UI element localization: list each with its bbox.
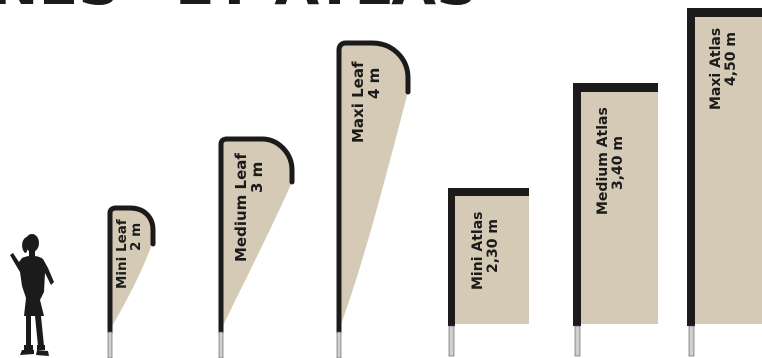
flag-medium-leaf: Medium Leaf 3 m bbox=[219, 139, 292, 358]
flag-name: Mini Atlas bbox=[470, 212, 486, 290]
flag-pole bbox=[448, 188, 455, 326]
header-title: P LINES ET ATLAS bbox=[0, 0, 478, 18]
flag-pole bbox=[573, 83, 581, 326]
flag-base bbox=[219, 332, 223, 358]
flag-mini-atlas: Mini Atlas 2,30 m bbox=[448, 188, 529, 356]
flag-name: Maxi Atlas bbox=[708, 28, 724, 110]
flag-top-bar bbox=[448, 188, 529, 196]
flag-name: Medium Atlas bbox=[595, 107, 611, 215]
flag-fabric bbox=[577, 88, 658, 324]
flag-size: 2 m bbox=[128, 223, 144, 251]
flag-mini-leaf: Mini Leaf 2 m bbox=[108, 208, 153, 358]
woman-silhouette-icon bbox=[10, 234, 54, 356]
flag-base bbox=[689, 326, 694, 356]
flag-size: 3 m bbox=[248, 162, 266, 193]
flag-base bbox=[337, 332, 341, 358]
header-title-left: P LINES bbox=[0, 0, 120, 18]
flag-base bbox=[449, 326, 454, 356]
flag-top-bar bbox=[687, 8, 762, 17]
flag-size: 2,30 m bbox=[485, 219, 501, 273]
flag-size: 3,40 m bbox=[610, 136, 626, 190]
flag-maxi-atlas: Maxi Atlas 4,50 m bbox=[687, 8, 762, 356]
flag-size: 4 m bbox=[365, 68, 383, 99]
flag-top-bar bbox=[573, 83, 658, 92]
flag-maxi-leaf: Maxi Leaf 4 m bbox=[337, 43, 408, 358]
flag-size: 4,50 m bbox=[723, 32, 739, 86]
flag-base bbox=[575, 326, 580, 356]
flag-base bbox=[108, 332, 112, 358]
flag-pole bbox=[687, 8, 695, 326]
header-title-right: ET ATLAS bbox=[175, 0, 478, 18]
flag-medium-atlas: Medium Atlas 3,40 m bbox=[573, 83, 658, 356]
